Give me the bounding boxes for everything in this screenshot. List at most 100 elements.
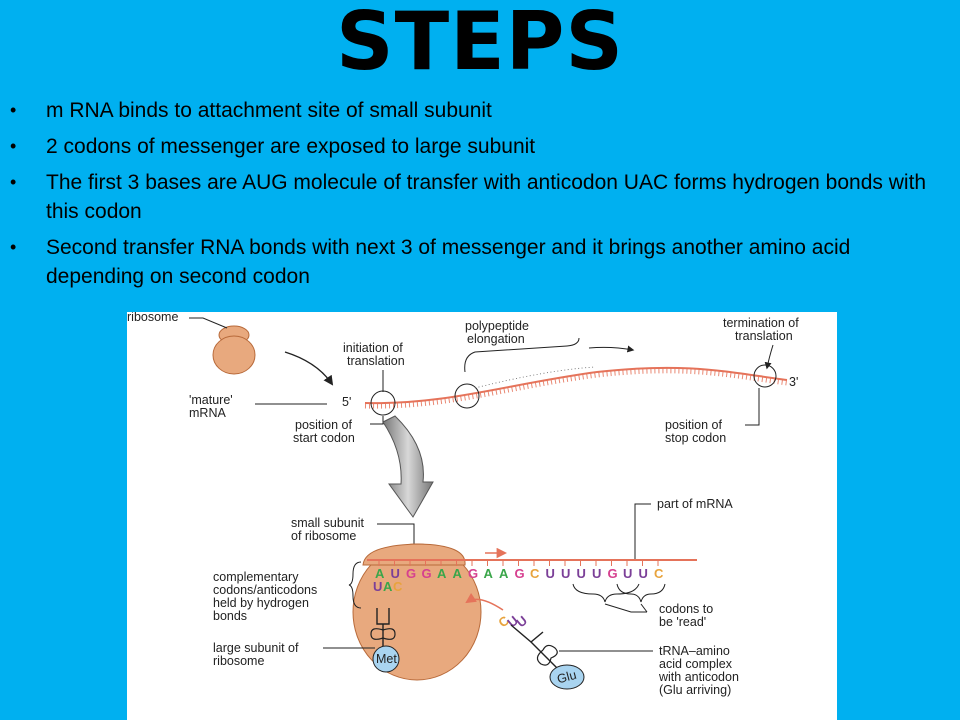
stop-label-1: position of — [665, 418, 723, 432]
glu-amino-acid — [549, 664, 585, 690]
stop-codon-circle — [753, 364, 777, 388]
five-prime-label: 5' — [342, 395, 351, 409]
codon-leader-b — [640, 603, 648, 613]
trna-label-4: (Glu arriving) — [659, 683, 731, 697]
stop-leader-line — [745, 388, 760, 426]
termination-label-2: translation — [735, 329, 793, 343]
mrna-bases-ticks — [364, 368, 788, 409]
mrna-base: A — [375, 566, 385, 581]
mrna-base: A — [499, 566, 509, 581]
mrna-base: U — [577, 566, 586, 581]
mrna-base: A — [484, 566, 494, 581]
start-label-1: position of — [295, 418, 353, 432]
bullet-item: • The first 3 bases are AUG molecule of t… — [0, 168, 960, 226]
trna-glu-body — [530, 641, 560, 671]
codon-brace-1 — [572, 583, 640, 603]
anticodon-glu: CUU — [495, 612, 530, 630]
ribosome-leader-line — [189, 317, 228, 329]
bullet-item: • m RNA binds to attachment site of small… — [0, 96, 960, 125]
translation-diagram: ribosome 'mature' mRNA 5' 3' initiation … — [127, 312, 837, 720]
small-subunit-label-1: small subunit — [291, 516, 364, 530]
mrna-base: U — [639, 566, 648, 581]
mrna-base: U — [546, 566, 555, 581]
stop-label-2: stop codon — [665, 431, 726, 445]
mrna-base: U — [391, 566, 400, 581]
mrna-base: U — [623, 566, 632, 581]
trna-glu-loop — [536, 644, 558, 666]
trna-label-2: acid complex — [659, 657, 733, 671]
bullet-dot-icon: • — [10, 172, 17, 192]
initiation-label-2: translation — [347, 354, 405, 368]
termination-arrow — [764, 344, 774, 370]
elongation-arrow — [588, 345, 635, 353]
mrna-base: G — [608, 566, 618, 581]
initiation-label-1: initiation of — [343, 341, 403, 355]
bullet-dot-icon: • — [10, 100, 17, 120]
complementary-brace — [348, 561, 362, 609]
comp-label-3: held by hydrogen — [213, 596, 309, 610]
ribosome-label: ribosome — [127, 312, 178, 324]
codons-label-2: be 'read' — [659, 615, 706, 629]
polypeptide-label-2: elongation — [467, 332, 525, 346]
small-subunit-leader — [377, 523, 415, 545]
bullet-text: m RNA binds to attachment site of small … — [46, 99, 492, 122]
comp-label-4: bonds — [213, 609, 247, 623]
mrna-base: G — [422, 566, 432, 581]
bullet-text: The first 3 bases are AUG molecule of tr… — [46, 171, 927, 223]
anticodon-base: A — [383, 579, 393, 594]
large-subunit-label-1: large subunit of — [213, 641, 299, 655]
mrna-base: G — [468, 566, 478, 581]
diagram-canvas: ribosome 'mature' mRNA 5' 3' initiation … — [127, 312, 799, 697]
trna-met-loop — [370, 628, 396, 640]
bullet-list: • m RNA binds to attachment site of small… — [0, 96, 960, 298]
met-label: Met — [376, 652, 397, 666]
mrna-base: C — [530, 566, 540, 581]
polypeptide-label-1: polypeptide — [465, 319, 529, 333]
bullet-text: Second transfer RNA bonds with next 3 of… — [46, 236, 851, 288]
mrna-base: C — [654, 566, 664, 581]
large-subunit-label-2: ribosome — [213, 654, 264, 668]
anticodon-base: U — [373, 579, 382, 594]
mrna-base: A — [453, 566, 463, 581]
codon-brace-2 — [616, 583, 666, 603]
part-mrna-leader — [634, 503, 651, 560]
start-codon-circle — [370, 390, 396, 416]
bullet-item: • 2 codons of messenger are exposed to la… — [0, 132, 960, 161]
arrival-arrow — [465, 592, 504, 611]
three-prime-label: 3' — [789, 375, 798, 389]
bullet-dot-icon: • — [10, 136, 17, 156]
trna-label-1: tRNA–amino — [659, 644, 730, 658]
mrna-strand — [364, 366, 788, 405]
mrna-base: U — [592, 566, 601, 581]
termination-label-1: termination of — [723, 316, 799, 330]
comp-label-1: complementary — [213, 570, 299, 584]
start-label-2: start codon — [293, 431, 355, 445]
glu-label: Glu — [556, 668, 578, 687]
anticodon-base: C — [393, 579, 403, 594]
met-amino-acid — [372, 645, 400, 673]
codon-leader-a — [604, 603, 647, 613]
elongation-ribosome-circle — [454, 383, 480, 409]
elongation-brace — [464, 337, 580, 373]
bullet-text: 2 codons of messenger are exposed to lar… — [46, 135, 536, 158]
mrna-base: G — [515, 566, 525, 581]
mrna-base: G — [406, 566, 416, 581]
ribosome-icon — [212, 325, 256, 375]
trna-label-3: with anticodon — [658, 670, 739, 684]
mature-label-2: mRNA — [189, 406, 226, 420]
mature-label-1: 'mature' — [189, 393, 233, 407]
polypeptide-chain — [474, 366, 596, 389]
part-mrna-label: part of mRNA — [657, 497, 733, 511]
start-leader-line — [370, 416, 384, 425]
bullet-item: • Second transfer RNA bonds with next 3 o… — [0, 233, 960, 291]
mrna-base: A — [437, 566, 447, 581]
codons-label-1: codons to — [659, 602, 713, 616]
small-subunit — [362, 543, 466, 566]
bullet-dot-icon: • — [10, 237, 17, 257]
mrna-base: U — [561, 566, 570, 581]
zoom-arrow — [382, 415, 434, 518]
small-subunit-label-2: of ribosome — [291, 529, 356, 543]
comp-label-2: codons/anticodons — [213, 583, 317, 597]
